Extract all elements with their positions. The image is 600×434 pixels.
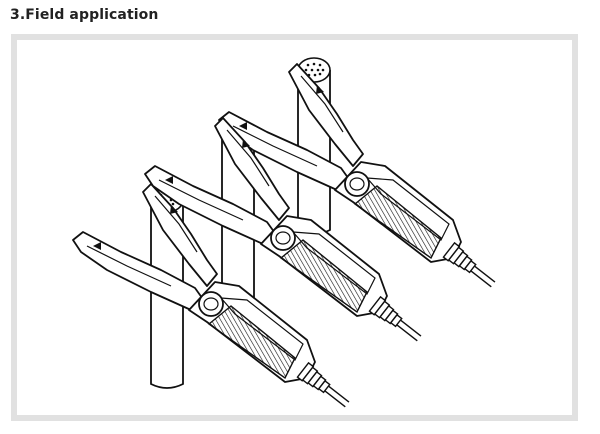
clamp-illustration [72, 57, 500, 413]
section-title: 3.Field application [10, 7, 159, 23]
figure-frame [11, 34, 578, 421]
